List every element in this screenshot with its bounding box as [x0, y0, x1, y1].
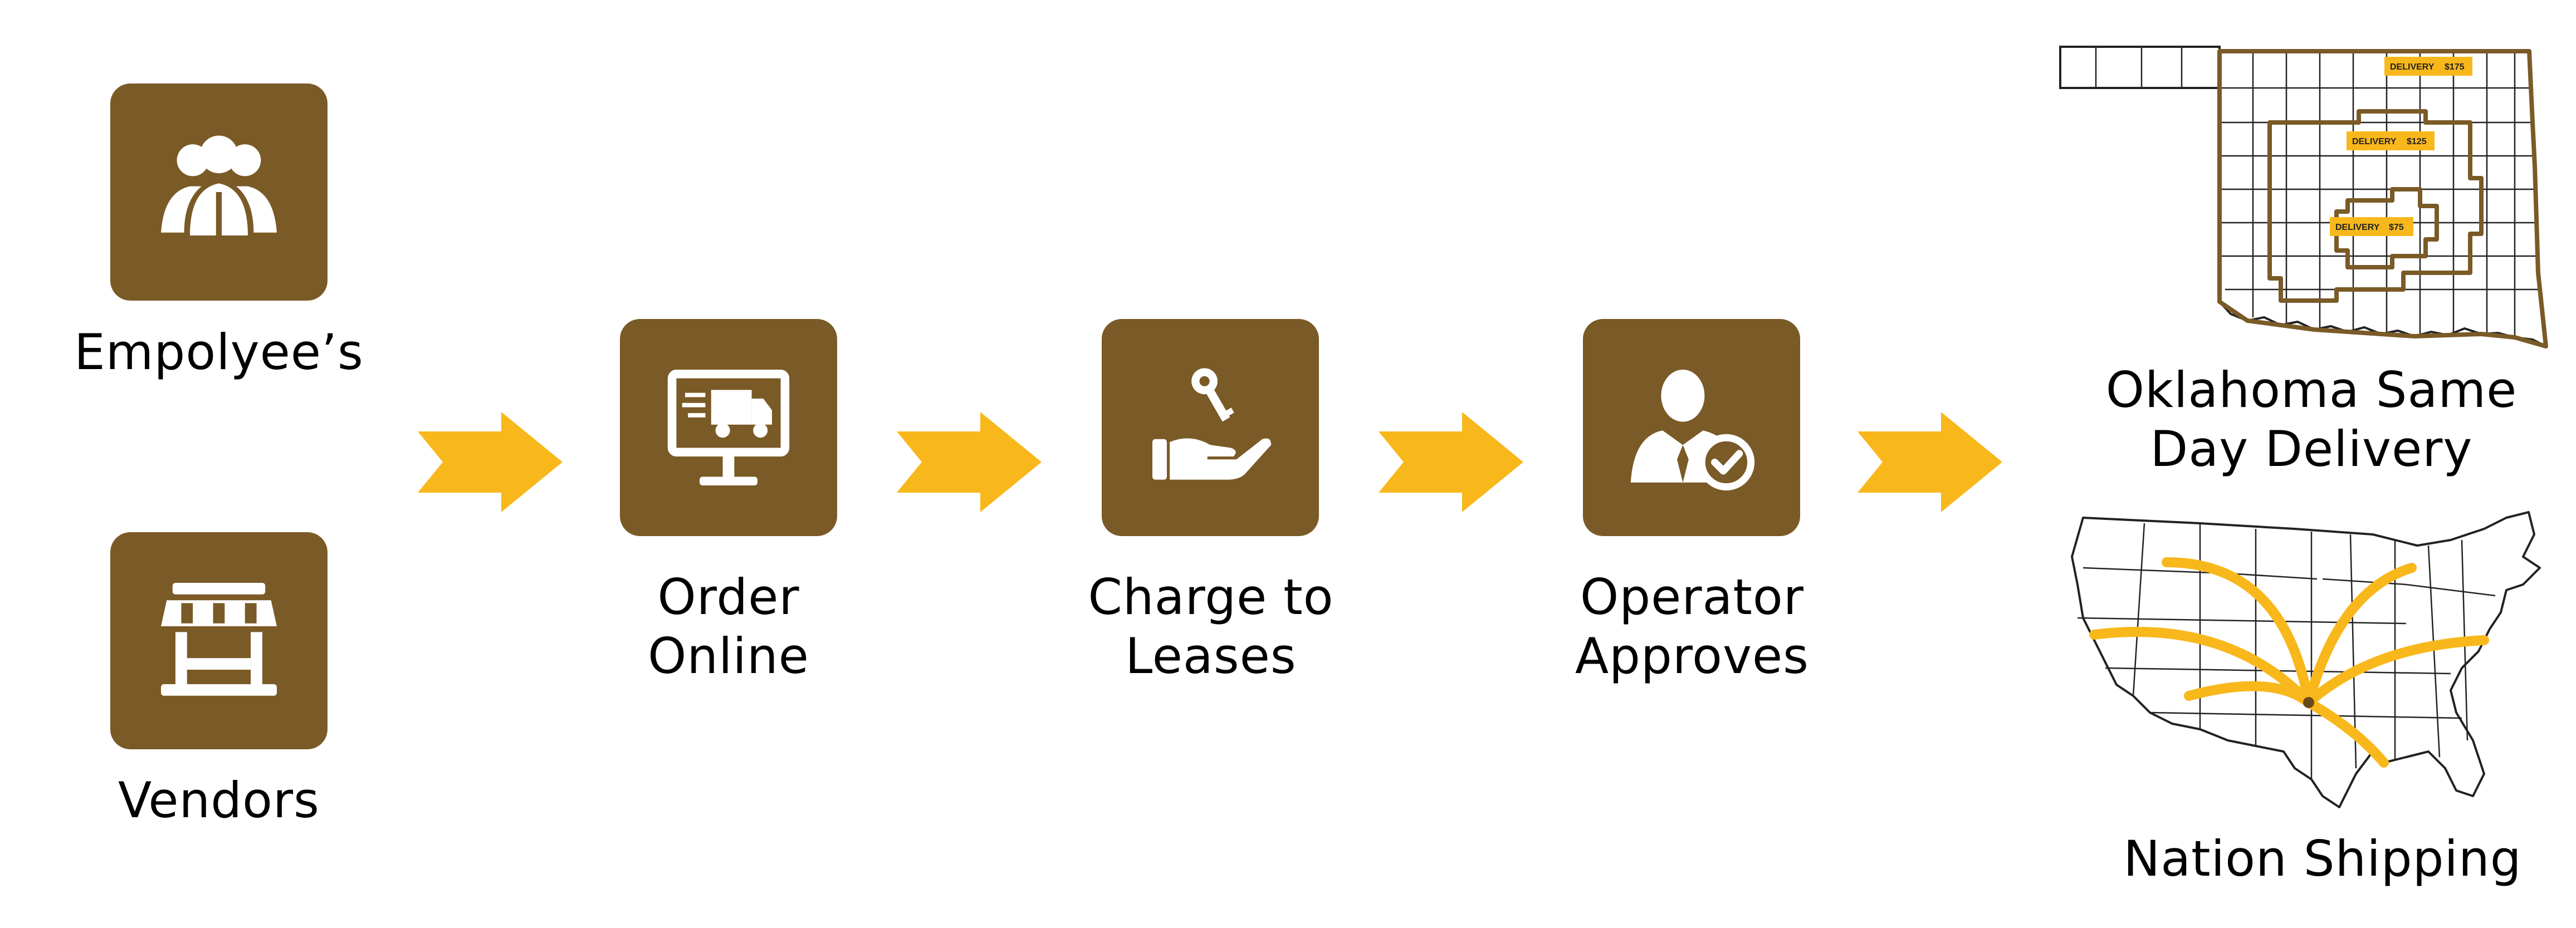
storefront-icon	[161, 583, 277, 696]
order-online-label: Order Online	[563, 568, 894, 686]
delivery-zone-125: DELIVERY $125	[2347, 131, 2435, 150]
hand-key-icon	[1152, 368, 1272, 480]
flow-arrow-icon	[1858, 412, 2002, 512]
usa-map-icon	[2071, 511, 2541, 808]
employees-label: Empolyee’s	[74, 323, 364, 381]
oklahoma-line2: Day Delivery	[2150, 420, 2473, 478]
zone-75-price: $75	[2389, 223, 2404, 232]
vendors-tile	[110, 532, 328, 749]
charge-to-leases-tile	[1102, 319, 1319, 536]
charge-to-leases-line1: Charge to	[1088, 568, 1334, 626]
order-online-line2: Online	[648, 627, 809, 685]
delivery-truck-monitor-icon	[667, 370, 790, 485]
oklahoma-map-icon: DELIVERY $175 DELIVERY $125 DELIVERY $75	[2059, 46, 2548, 348]
oklahoma-line1: Oklahoma Same	[2105, 361, 2518, 419]
delivery-zone-175: DELIVERY $175	[2384, 57, 2472, 76]
operator-approves-line2: Approves	[1575, 627, 1810, 685]
order-online-tile	[620, 319, 837, 536]
approved-user-icon	[1630, 370, 1755, 491]
charge-to-leases-line2: Leases	[1125, 627, 1297, 685]
zone-125-label: DELIVERY	[2352, 137, 2397, 146]
zone-125-price: $125	[2407, 137, 2427, 146]
zone-75-label: DELIVERY	[2335, 223, 2380, 232]
flow-arrow-icon	[1379, 412, 1523, 512]
operator-approves-label: Operator Approves	[1526, 568, 1858, 686]
flow-arrow-icon	[897, 412, 1042, 512]
flow-arrow-icon	[418, 412, 563, 512]
group-icon	[161, 135, 277, 235]
zone-175-price: $175	[2445, 62, 2465, 72]
nation-shipping-label: Nation Shipping	[2123, 830, 2522, 887]
charge-to-leases-label: Charge to Leases	[1045, 568, 1377, 686]
oklahoma-label: Oklahoma Same Day Delivery	[2061, 361, 2562, 479]
operator-approves-tile	[1583, 319, 1800, 536]
vendors-label: Vendors	[118, 772, 320, 829]
zone-175-label: DELIVERY	[2390, 62, 2435, 72]
delivery-zone-75: DELIVERY $75	[2330, 217, 2413, 236]
employees-tile	[110, 84, 328, 301]
operator-approves-line1: Operator	[1580, 568, 1804, 626]
order-online-line1: Order	[657, 568, 800, 626]
